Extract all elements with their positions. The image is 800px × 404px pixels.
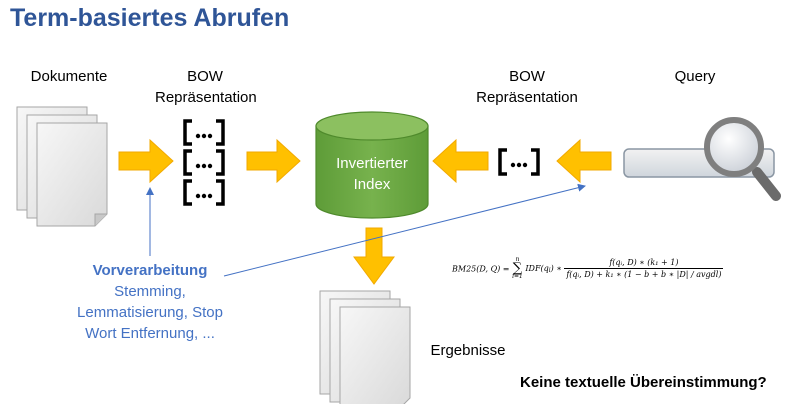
- preprocessing-arrow-right: [223, 183, 586, 277]
- formula-denominator: f(qᵢ, D) + k₁ ∗ (1 − b + b ∗ |D| / avgdl…: [566, 270, 722, 279]
- label-query: Query: [674, 68, 716, 85]
- documents-icon: [16, 106, 108, 227]
- bm25-formula: BM25(D, Q) = n ∑ i=1 IDF(qi) ∗ f(qᵢ, D) …: [452, 255, 724, 280]
- arrow-docs-to-bow: [118, 138, 174, 184]
- arrow-bow-to-index: [246, 138, 301, 184]
- arrow-bow-right-to-index: [432, 138, 489, 184]
- inverted-index-cylinder: [315, 111, 429, 219]
- formula-sum-lower: i=1: [512, 272, 523, 280]
- preprocessing-line3: Wort Entfernung, ...: [85, 325, 215, 342]
- label-bow-right-line1: BOW: [509, 68, 545, 85]
- preprocessing-line2: Lemmatisierung, Stop: [77, 304, 223, 321]
- label-bow-left-line2: Repräsentation: [155, 89, 257, 106]
- label-documents: Dokumente: [30, 68, 108, 85]
- label-bow-right-line2: Repräsentation: [476, 89, 578, 106]
- formula-idf: IDF(q: [525, 264, 549, 273]
- footnote-question: Keine textuelle Übereinstimmung?: [520, 374, 767, 391]
- arrow-index-to-results: [353, 227, 395, 285]
- formula-lhs: BM25(D, Q) =: [452, 264, 513, 274]
- arrow-query-to-bow: [556, 138, 612, 184]
- formula-sum: ∑: [512, 260, 523, 276]
- formula-sum-upper: n: [515, 255, 520, 263]
- results-documents-icon: [319, 290, 411, 404]
- preprocessing-heading: Vorverarbeitung: [92, 262, 208, 279]
- preprocessing-line1: Stemming,: [114, 283, 186, 300]
- label-index-line2: Index: [353, 176, 391, 193]
- label-index-line1: Invertierter: [336, 155, 408, 172]
- formula-numerator: f(qᵢ, D) ∗ (k₁ + 1): [564, 257, 724, 269]
- bow-vector-right-icon: [498, 148, 540, 176]
- bow-vector-left-icon: [183, 119, 225, 206]
- label-results: Ergebnisse: [430, 342, 506, 359]
- search-query-icon: [623, 117, 781, 201]
- label-bow-left-line1: BOW: [187, 68, 223, 85]
- page-title: Term-basiertes Abrufen: [10, 4, 290, 32]
